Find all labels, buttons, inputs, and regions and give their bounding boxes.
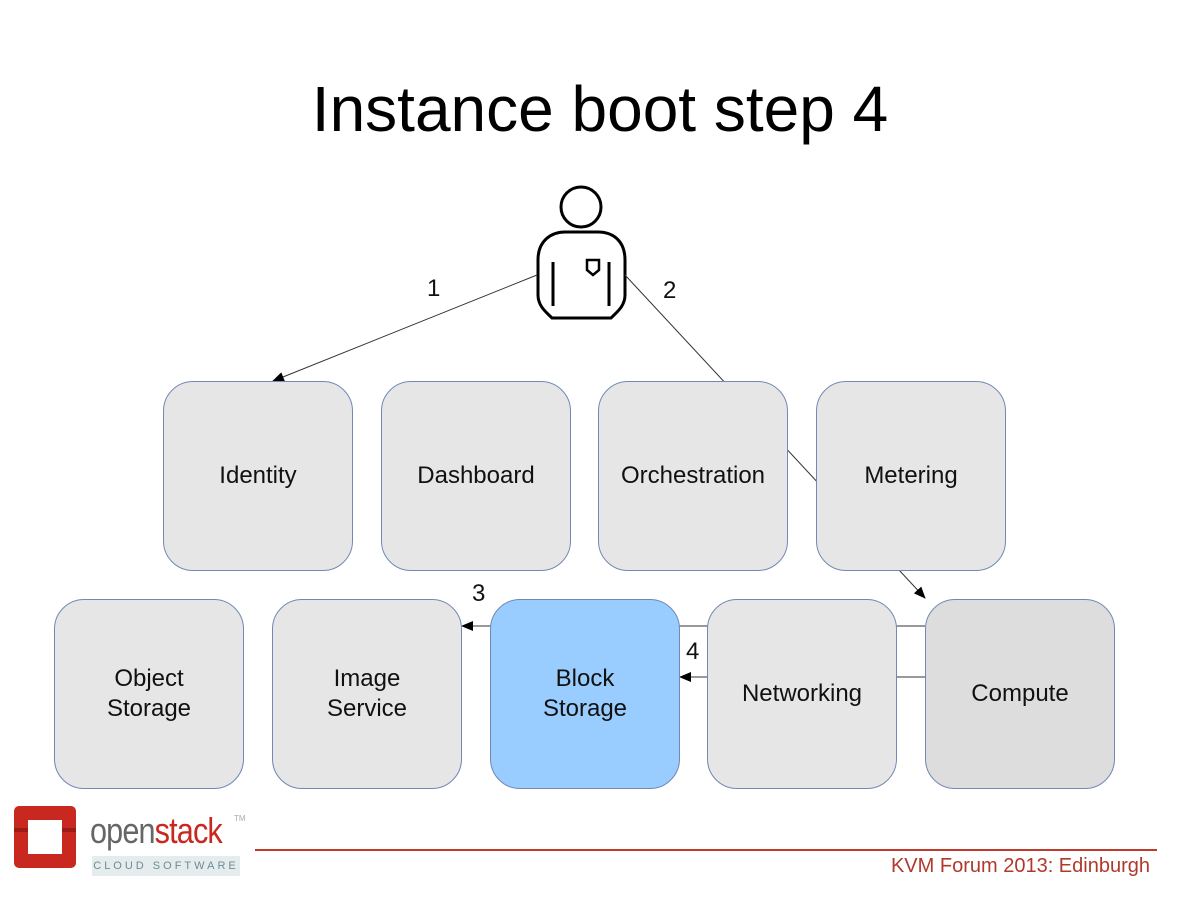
service-image-service[interactable]: Image Service bbox=[272, 599, 462, 789]
step-label-1: 1 bbox=[427, 275, 441, 302]
logo-text-stack: stack bbox=[154, 810, 223, 851]
step-label-3: 3 bbox=[472, 580, 486, 607]
logo-tagline: CLOUD SOFTWARE bbox=[92, 856, 240, 876]
footer-divider bbox=[255, 849, 1157, 851]
user-icon bbox=[536, 185, 627, 320]
footer-text: KVM Forum 2013: Edinburgh bbox=[890, 855, 1150, 877]
logo-tm: TM bbox=[234, 814, 246, 823]
service-networking[interactable]: Networking bbox=[707, 599, 897, 789]
openstack-logo: openstack TM CLOUD SOFTWARE bbox=[10, 800, 260, 880]
service-metering[interactable]: Metering bbox=[816, 381, 1006, 571]
service-compute[interactable]: Compute bbox=[925, 599, 1115, 789]
slide-title: Instance boot step 4 bbox=[311, 73, 889, 145]
arrow-step-1 bbox=[272, 274, 538, 382]
service-block-storage[interactable]: Block Storage bbox=[490, 599, 680, 789]
logo-text-open: open bbox=[90, 810, 156, 851]
service-orchestration[interactable]: Orchestration bbox=[598, 381, 788, 571]
service-identity[interactable]: Identity bbox=[163, 381, 353, 571]
step-label-4: 4 bbox=[686, 638, 700, 665]
openstack-cube-icon bbox=[14, 806, 76, 868]
service-dashboard[interactable]: Dashboard bbox=[381, 381, 571, 571]
service-object-storage[interactable]: Object Storage bbox=[54, 599, 244, 789]
step-label-2: 2 bbox=[663, 277, 677, 304]
